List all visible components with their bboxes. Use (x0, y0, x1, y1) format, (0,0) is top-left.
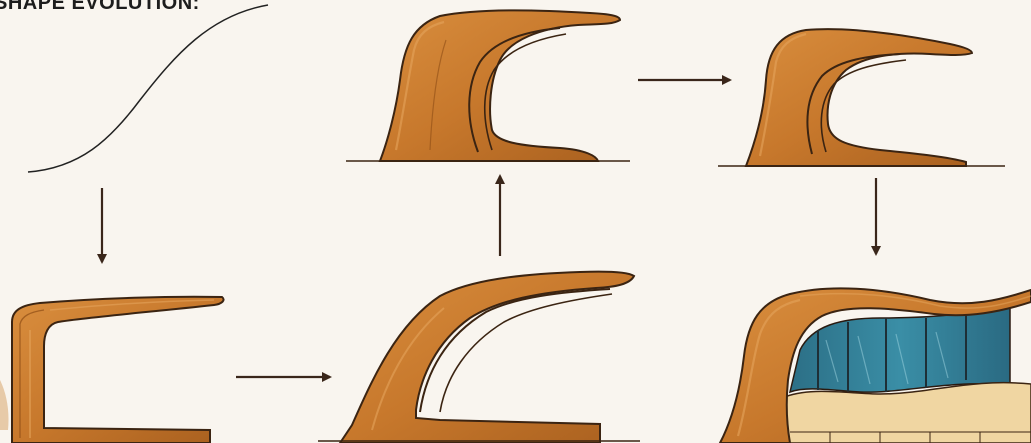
stage-4-shape (718, 28, 1005, 167)
stage-1-shape (11, 295, 225, 443)
title: SHAPE EVOLUTION: (0, 0, 200, 14)
s-curve-sketch (27, 4, 269, 173)
stage-3-shape (346, 9, 630, 162)
stage-5-shape (718, 287, 1031, 443)
stage-2-shape (318, 270, 640, 443)
edge-fragment (0, 380, 9, 430)
